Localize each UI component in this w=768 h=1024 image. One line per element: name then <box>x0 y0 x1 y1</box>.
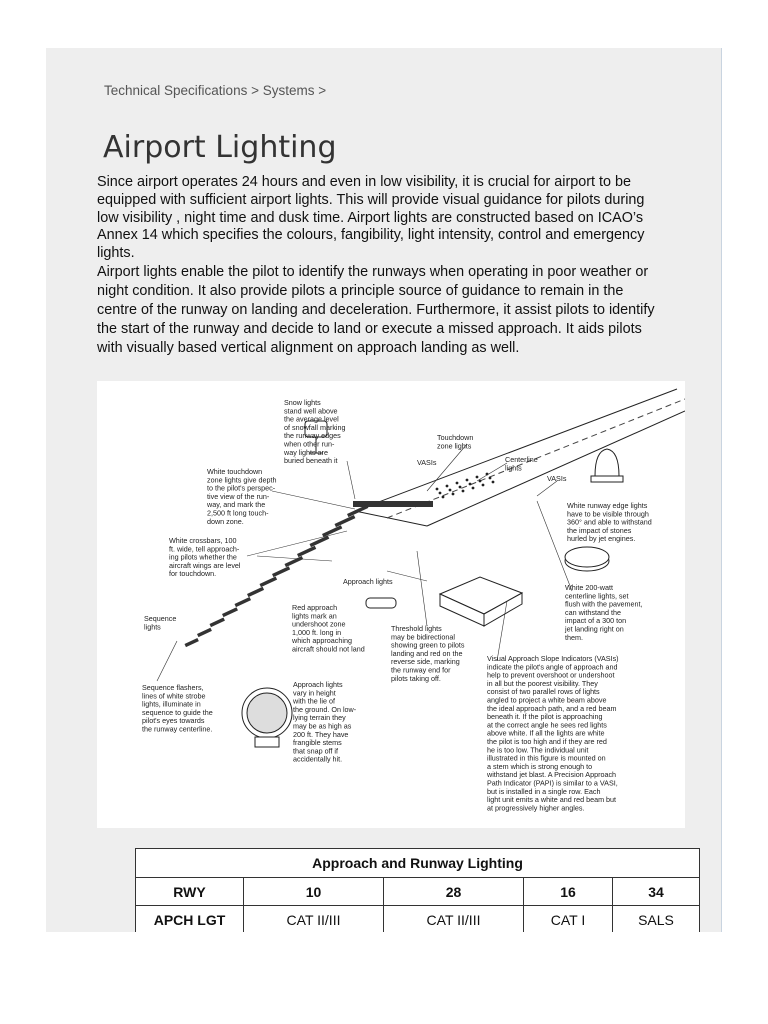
touchdown-light <box>476 476 479 479</box>
table-row: APCH LGT CAT II/III CAT II/III CAT I SAL… <box>136 906 700 933</box>
touchdown-light <box>489 477 492 480</box>
breadcrumb-separator: > <box>251 83 259 98</box>
approach-light-bar <box>210 617 225 627</box>
touchdown-light <box>459 486 462 489</box>
approach-light-bar <box>335 515 356 527</box>
approach-light-bar <box>235 597 252 607</box>
breadcrumb-separator: > <box>318 83 326 98</box>
touchdown-light <box>456 482 459 485</box>
touchdown-light <box>472 487 475 490</box>
table-cell: CAT I <box>524 906 613 933</box>
approach-runway-lighting-table: Approach and Runway Lighting RWY 10 28 1… <box>135 848 700 932</box>
touchdown-light <box>449 489 452 492</box>
table-header-row: RWY 10 28 16 34 <box>136 878 700 906</box>
table-row-label: APCH LGT <box>136 906 244 933</box>
page-title: Airport Lighting <box>103 130 336 165</box>
touchdown-light <box>446 485 449 488</box>
approach-light-bar <box>310 535 330 547</box>
approach-light-bar <box>272 566 290 577</box>
edge-light-illustration <box>591 449 623 482</box>
touchdown-light <box>482 484 485 487</box>
table-cell: CAT II/III <box>384 906 524 933</box>
breadcrumb-link-technical-specifications[interactable]: Technical Specifications <box>104 83 247 98</box>
approach-light-bar <box>185 638 199 647</box>
vasi-unit-illustration <box>440 577 522 626</box>
approach-light-bar <box>285 556 304 567</box>
touchdown-light <box>442 496 445 499</box>
sequence-flasher-illustration <box>242 688 292 747</box>
breadcrumb-link-systems[interactable]: Systems <box>263 83 315 98</box>
table-caption: Approach and Runway Lighting <box>136 849 700 878</box>
touchdown-light <box>466 479 469 482</box>
table-header-col: 16 <box>524 878 613 906</box>
table-cell: SALS <box>613 906 700 933</box>
label-vasis-left: VASIs <box>417 458 437 467</box>
touchdown-light <box>492 481 495 484</box>
touchdown-light <box>469 483 472 486</box>
approach-light-bar <box>222 607 238 617</box>
approach-light-bar <box>197 628 212 637</box>
breadcrumb: Technical Specifications > Systems > <box>104 83 326 98</box>
content-panel: Technical Specifications > Systems > Air… <box>46 48 722 932</box>
label-vasi-description: Visual Approach Slope Indicators (VASIs)… <box>486 654 619 812</box>
touchdown-light <box>436 488 439 491</box>
table-header-col: 34 <box>613 878 700 906</box>
touchdown-light <box>452 493 455 496</box>
approach-light-bar <box>247 587 264 597</box>
approach-light-bar <box>297 546 316 557</box>
threshold-light-illustration <box>366 598 396 608</box>
touchdown-zone-lights <box>436 473 495 499</box>
touchdown-light <box>462 490 465 493</box>
approach-light-bar <box>322 525 342 537</box>
intro-paragraph: Since airport operates 24 hours and even… <box>97 174 667 263</box>
approach-light-bar <box>260 576 278 587</box>
table-header-col: 28 <box>384 878 524 906</box>
label-approach-lights: Approach lights <box>343 577 393 586</box>
table-cell: CAT II/III <box>244 906 384 933</box>
table-header-col: 10 <box>244 878 384 906</box>
touchdown-light <box>439 492 442 495</box>
centerline-light-illustration <box>565 547 609 571</box>
label-vasis-right: VASIs <box>547 474 567 483</box>
body-paragraph: Airport lights enable the pilot to ident… <box>97 263 667 358</box>
table-header-rwy: RWY <box>136 878 244 906</box>
